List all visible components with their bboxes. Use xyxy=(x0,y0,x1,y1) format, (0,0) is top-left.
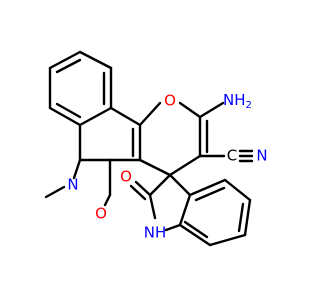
bond xyxy=(148,193,157,220)
bond xyxy=(208,233,247,247)
quinolone-carbonyl-oxygen-label: O xyxy=(95,205,107,223)
bond xyxy=(78,50,113,70)
amine-label: NH2 xyxy=(223,91,252,112)
ring-oxygen-label: O xyxy=(164,92,176,110)
lactam-nitrogen-label: N xyxy=(67,176,78,194)
bond xyxy=(48,106,82,127)
bond xyxy=(72,158,82,180)
bond xyxy=(194,186,226,202)
bond xyxy=(109,106,142,127)
bond xyxy=(103,193,112,207)
amine-subscript: 2 xyxy=(246,100,252,111)
bond xyxy=(134,180,152,197)
bond xyxy=(44,185,66,199)
bond xyxy=(48,50,82,70)
bond xyxy=(188,178,227,197)
structure-svg: O NH2 C N N O O NH xyxy=(44,50,268,247)
bond xyxy=(178,223,212,247)
amine-nh: NH xyxy=(223,91,246,109)
bond xyxy=(138,158,172,177)
bond xyxy=(129,184,147,201)
bond xyxy=(223,178,252,202)
bond xyxy=(168,154,202,177)
bond xyxy=(164,223,182,232)
bond xyxy=(55,58,82,74)
bond xyxy=(178,193,192,227)
bond xyxy=(148,173,172,197)
bond xyxy=(78,106,113,127)
bond xyxy=(55,102,82,119)
bond xyxy=(198,101,225,119)
bond xyxy=(168,173,192,197)
oxindole-nh-label: NH xyxy=(144,224,167,242)
bond xyxy=(243,198,252,237)
bond xyxy=(183,220,209,239)
oxindole-carbonyl-oxygen-label: O xyxy=(120,168,132,186)
molecule-diagram: O NH2 C N N O O NH xyxy=(44,50,268,247)
bond xyxy=(237,202,245,233)
bond xyxy=(138,101,162,127)
bond xyxy=(178,101,202,119)
nitrile-nitrogen-label: N xyxy=(256,147,267,165)
nitrile-carbon-label: C xyxy=(227,147,237,165)
